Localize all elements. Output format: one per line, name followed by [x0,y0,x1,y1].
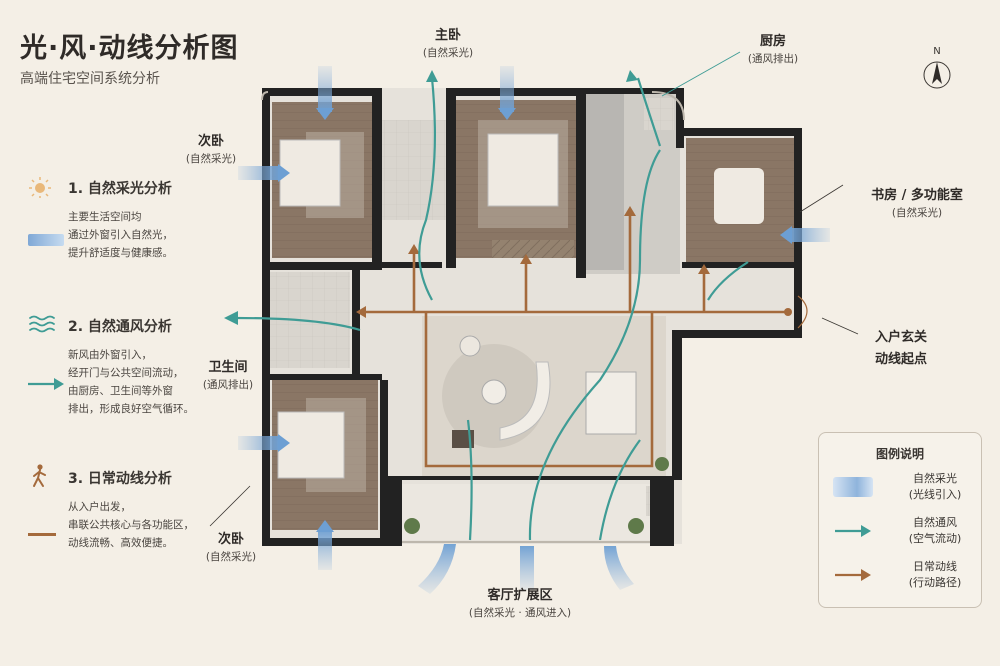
room-note: (通风排出) [202,379,254,391]
room-name: 次卧 [197,134,224,149]
sofa [499,361,551,441]
plant [628,518,644,534]
page-title: 光·风·动线分析图 [20,33,239,64]
kitchen-label: 厨房 (通风排出) [738,30,808,66]
page-subtitle: 高端住宅空间系统分析 [20,71,160,87]
legend-item-wind: 自然通风 (空气流动) [833,515,973,549]
room-name: 次卧 [217,532,244,547]
second-bedroom-top-label: 次卧 (自然采光) [176,130,246,166]
light-analysis-section: 1. 自然采光分析 主要生活空间均 通过外窗引入自然光， 提升舒适度与健康感。 [28,177,243,268]
text-line: 主要生活空间均 [68,211,142,223]
path-analysis-section: 3. 日常动线分析 从入户出发， 串联公共核心与各功能区， 动线流畅、高效便捷。 [28,464,243,558]
walls [262,88,802,546]
path-swatch [28,533,56,536]
dining-table [585,371,637,435]
wind-arrow-icon [28,378,64,390]
coffee-table [481,379,507,405]
light-analysis-heading: 1. 自然采光分析 [68,181,172,197]
room-name: 主卧 [434,28,461,43]
living-extension-floor [402,484,650,540]
light-analysis-text: 主要生活空间均 通过外窗引入自然光， 提升舒适度与健康感。 [68,208,173,262]
wardrobe [492,240,574,258]
compass-arrow-icon [923,61,951,89]
text-line: 由厨房、卫生间等外窗 [68,385,173,397]
text-line: 串联公共核心与各功能区， [68,519,194,531]
text-line: 新风由外窗引入， [68,349,152,361]
study-label: 书房 / 多功能室 (自然采光) [842,184,992,220]
bed [487,133,559,207]
daily-path-arrowheads [356,206,710,318]
compass-label: N [933,46,941,57]
text-line: 排出，形成良好空气循环。 [68,403,194,415]
leader-lines [209,184,859,527]
text-line: 动线流畅、高效便捷。 [68,537,173,549]
room-note: (自然采光) [205,551,257,563]
legend-text: 日常动线 (行动路径) [895,559,975,591]
kitchen-counter [586,94,624,270]
bed [277,411,345,479]
entry-label: 入户玄关 动线起点 [856,326,946,367]
bathroom-label: 卫生间 (通风排出) [188,356,268,392]
side-table [459,335,481,357]
room-note: 动线起点 [874,352,927,367]
legend-sub: (行动路径) [908,576,962,589]
legend-sub: (光线引入) [908,488,962,501]
kitchen-leader-line [661,51,741,97]
wind-arrow-icon [835,525,871,537]
legend: 图例说明 自然采光 (光线引入) 自然通风 (空气流动) 日常动线 (行动路径) [818,432,982,608]
light-beams [238,66,830,594]
path-analysis-text: 从入户出发， 串联公共核心与各功能区， 动线流畅、高效便捷。 [68,498,194,552]
north-compass: N [922,46,952,94]
wind-icon [29,315,55,333]
plant [655,457,669,471]
walking-person-icon [33,464,46,487]
desk [714,168,764,224]
room-note: (通风排出) [747,53,799,65]
entry-start-point [784,308,792,316]
living-extension-label: 客厅扩展区 (自然采光 · 通风进入) [430,584,610,620]
entry-door [797,295,808,329]
top-bathroom-floor [382,120,446,220]
wind-analysis-text: 新风由外窗引入， 经开门与公共空间流动， 由厨房、卫生间等外窗 排出，形成良好空… [68,346,194,418]
path-analysis-heading: 3. 日常动线分析 [68,471,172,487]
legend-label: 自然采光 [913,472,957,485]
path-arrow-icon [835,569,871,581]
legend-label: 自然通风 [913,516,957,529]
room-name: 卫生间 [208,360,248,375]
room-note: (自然采光) [422,47,474,59]
room-name: 入户玄关 [874,330,927,345]
sun-icon [29,177,51,198]
legend-title: 图例说明 [875,447,924,461]
daily-path-lines [360,214,786,468]
wind-arrowheads [224,70,638,325]
text-line: 经开门与公共空间流动， [68,367,184,379]
plant [404,518,420,534]
legend-text: 自然采光 (光线引入) [895,471,975,503]
room-note: (自然采光) [185,153,237,165]
legend-sub: (空气流动) [908,532,962,545]
wind-analysis-heading: 2. 自然通风分析 [68,319,172,335]
wind-flow-lines [235,77,749,541]
legend-item-path: 日常动线 (行动路径) [833,559,973,593]
room-name: 厨房 [759,34,786,49]
window-frames [261,91,685,543]
light-swatch [28,234,64,246]
room-name: 书房 / 多功能室 [871,188,963,203]
legend-label: 日常动线 [913,560,957,573]
room-note: (自然采光 · 通风进入) [468,607,572,619]
second-bedroom-bottom-label: 次卧 (自然采光) [196,528,266,564]
master-bedroom-label: 主卧 (自然采光) [418,24,478,60]
light-swatch [833,477,873,497]
room-name: 客厅扩展区 [487,588,553,603]
room-note: (自然采光) [891,207,943,219]
legend-text: 自然通风 (空气流动) [895,515,975,547]
wind-analysis-section: 2. 自然通风分析 新风由外窗引入， 经开门与公共空间流动， 由厨房、卫生间等外… [28,315,243,426]
text-line: 提升舒适度与健康感。 [68,247,173,259]
text-line: 从入户出发， [68,501,131,513]
legend-item-light: 自然采光 (光线引入) [833,471,973,505]
text-line: 通过外窗引入自然光， [68,229,173,241]
